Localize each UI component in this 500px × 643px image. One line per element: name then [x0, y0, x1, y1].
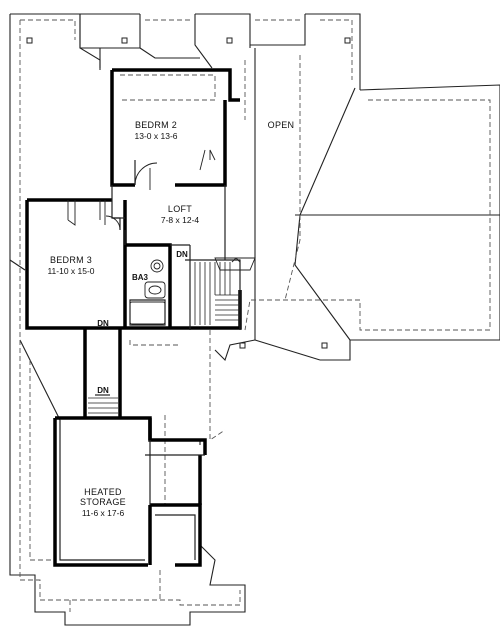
storage-name-1: HEATED: [84, 487, 122, 497]
storage-dims: 11-6 x 17-6: [82, 508, 125, 518]
loft-dims: 7-8 x 12-4: [161, 215, 200, 225]
partitions: [59, 160, 241, 561]
dn-stair-top: DN: [176, 250, 188, 259]
storage-name-2: STORAGE: [80, 497, 126, 507]
bedrm2-name: BEDRM 2: [135, 120, 177, 130]
bath-tag: BA3: [132, 273, 149, 282]
walls: [25, 68, 242, 567]
sink-icon: [144, 281, 166, 299]
stair-treads: [88, 262, 240, 414]
bedrm3-name: BEDRM 3: [50, 255, 92, 265]
toilet-icon: [150, 259, 164, 273]
open-label: OPEN: [268, 120, 295, 130]
dn-storage: DN: [97, 386, 109, 395]
skylight-markers: [26, 37, 351, 349]
bedrm2-dims: 13-0 x 13-6: [135, 131, 178, 141]
dashed-lines: [19, 19, 491, 612]
tub-icon: [129, 301, 166, 325]
doors: [67, 149, 216, 231]
roof-outline: [9, 13, 500, 626]
fixtures: [129, 257, 256, 325]
loft-name: LOFT: [168, 204, 192, 214]
bedrm3-dims: 11-10 x 15-0: [47, 266, 94, 276]
dn-hall: DN: [97, 319, 109, 328]
